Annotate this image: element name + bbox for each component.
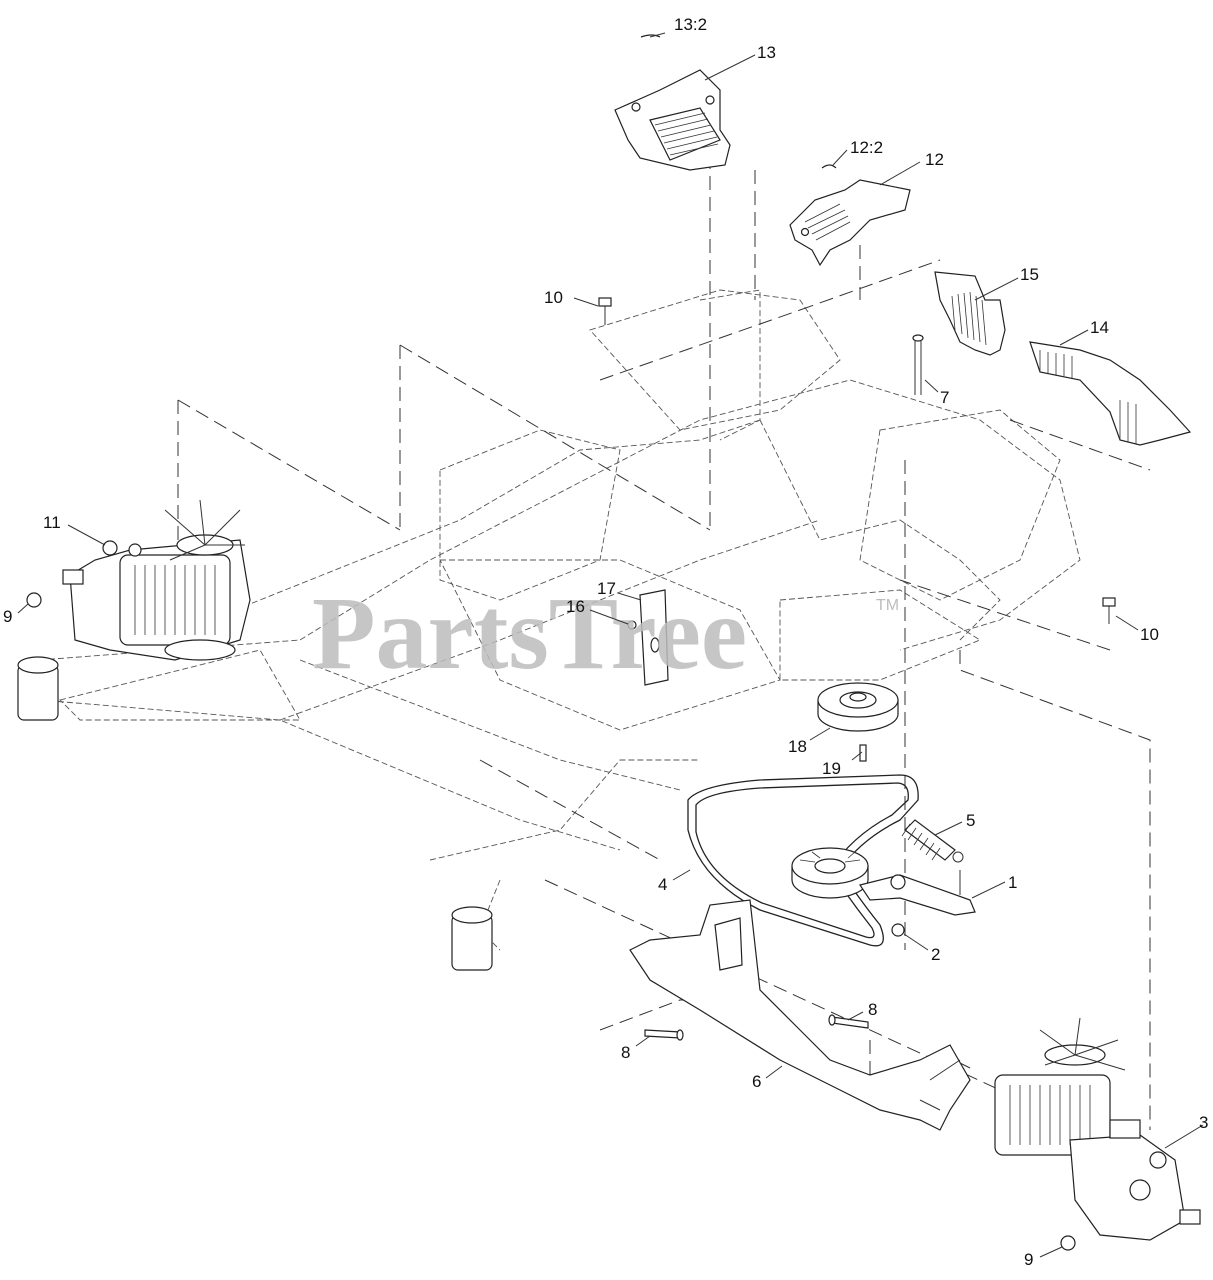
part-5-spring [901, 819, 964, 863]
callout-16: 16 [566, 597, 585, 616]
assembly-leader-lines [177, 155, 1151, 1230]
callout-4: 4 [658, 875, 667, 894]
callout-18: 18 [788, 737, 807, 756]
callout-9-right: 9 [1024, 1250, 1033, 1269]
callout-6: 6 [752, 1072, 761, 1091]
callout-3: 3 [1199, 1113, 1208, 1132]
callout-19: 19 [822, 759, 841, 778]
callout-13-2: 13:2 [674, 15, 707, 34]
part-13-shield [614, 34, 731, 171]
watermark: PartsTree TM [312, 576, 899, 691]
callout-11: 11 [43, 513, 61, 532]
callout-7: 7 [940, 388, 949, 407]
main-frame [17, 289, 1081, 971]
part-11-left-transmission [62, 499, 251, 661]
part-8-pin-right [828, 1014, 869, 1029]
callout-8-right: 8 [868, 1000, 877, 1019]
watermark-text: PartsTree [312, 576, 747, 691]
part-18-pulley [817, 682, 899, 732]
bolt-7 [912, 334, 924, 395]
callout-14: 14 [1090, 318, 1109, 337]
callout-17: 17 [597, 579, 616, 598]
callout-1: 1 [1008, 873, 1017, 892]
part-3-right-transmission [994, 1017, 1201, 1241]
part-14-side-shield [1029, 341, 1192, 446]
callout-10-upper: 10 [544, 288, 563, 307]
part-9-nut-left [26, 592, 42, 608]
callout-leaders [17, 32, 1204, 1258]
part-2-nut [891, 923, 905, 937]
part-15-side-shield [934, 271, 1006, 356]
part-1-idler-arm [791, 847, 976, 916]
callout-5: 5 [966, 811, 975, 830]
watermark-tm: TM [876, 597, 899, 614]
bolt-10-right [1102, 597, 1116, 624]
callout-13: 13 [757, 43, 776, 62]
part-9-nut-right [1060, 1235, 1076, 1251]
part-16-screw [627, 620, 637, 630]
callout-10-right: 10 [1140, 625, 1159, 644]
part-6-pump-mount [629, 899, 971, 1131]
callout-15: 15 [1020, 265, 1039, 284]
bolt-10-upper [598, 297, 612, 325]
callout-8-left: 8 [621, 1043, 630, 1062]
callout-labels: 13:2 13 12:2 12 15 14 10 7 10 11 9 17 16… [3, 15, 1208, 1269]
callout-2: 2 [931, 945, 940, 964]
part-8-pin-left [644, 1029, 684, 1041]
part-12-shield [789, 164, 911, 267]
callout-12: 12 [925, 150, 944, 169]
callout-12-2: 12:2 [850, 138, 883, 157]
callout-9-left: 9 [3, 607, 12, 626]
part-17-bracket [639, 589, 669, 686]
